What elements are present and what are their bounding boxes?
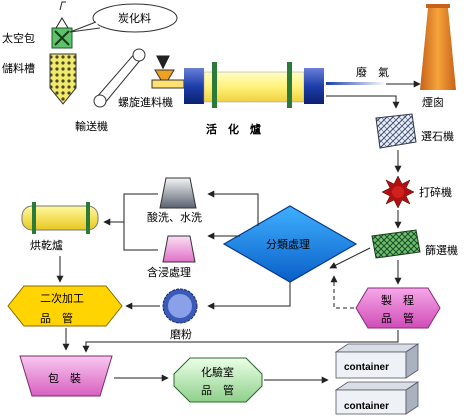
screener-icon <box>371 229 421 259</box>
stone-separator-icon <box>375 113 417 149</box>
bulk-bag-label: 太空包 <box>2 31 35 45</box>
impregnation-label: 含浸處理 <box>147 265 191 279</box>
acid-wash-icon <box>159 177 197 209</box>
process-qc-line1: 製 程 <box>381 293 414 307</box>
grinding-icon <box>162 288 198 324</box>
exhaust-gas-label: 廢 氣 <box>356 65 389 79</box>
classification-label: 分類處理 <box>266 237 310 251</box>
screener-label: 篩選機 <box>425 243 458 257</box>
arrow-furnace-to-stone <box>326 95 400 109</box>
storage-tank-icon <box>49 53 77 105</box>
activation-furnace-icon <box>184 62 324 108</box>
dryer-icon <box>21 202 99 234</box>
packaging-box <box>19 355 113 397</box>
charcoal-label: 炭化料 <box>118 11 151 25</box>
screw-feeder-icon <box>151 55 185 89</box>
stone-separator-label: 選石機 <box>421 129 454 143</box>
lab-qc-line2: 品 管 <box>201 383 234 397</box>
process-qc-box <box>355 287 441 329</box>
container-top-icon <box>334 343 420 379</box>
secondary-processing-box <box>7 285 123 327</box>
container-bottom-icon <box>334 381 420 415</box>
conveyor-label: 輸送機 <box>75 119 108 133</box>
lab-qc-box <box>173 357 263 403</box>
acid-wash-label: 酸洗、水洗 <box>147 210 202 224</box>
secondary-line1: 二次加工 <box>40 291 84 305</box>
crusher-label: 打碎機 <box>419 185 452 199</box>
lab-qc-line1: 化驗室 <box>201 365 234 379</box>
arrow-screener-to-classification <box>329 247 371 269</box>
container-top-label: container <box>344 362 389 373</box>
arrow-qc-to-packaging <box>82 330 399 353</box>
chimney-label: 煙囪 <box>422 96 444 109</box>
secondary-line2: 品 管 <box>40 311 73 325</box>
storage-tank-label: 儲料槽 <box>2 61 35 75</box>
activation-furnace-label: 活 化 爐 <box>206 122 261 136</box>
dashed-qc-to-classification <box>330 275 354 309</box>
process-qc-line2: 品 管 <box>381 311 414 325</box>
crusher-icon <box>381 175 415 209</box>
packaging-label: 包 裝 <box>48 372 81 385</box>
bulk-bag-icon <box>51 1 73 49</box>
screw-feeder-label: 螺旋進料機 <box>118 95 173 109</box>
grinding-label: 磨粉 <box>170 328 192 341</box>
dryer-label: 烘乾爐 <box>30 238 63 252</box>
impregnation-icon <box>162 235 196 263</box>
container-bottom-label: container <box>344 401 389 412</box>
arrow-classification-to-grinding <box>207 282 291 310</box>
exhaust-pipe <box>326 82 386 85</box>
conveyor-icon <box>93 48 146 108</box>
chimney-icon <box>420 4 456 90</box>
arrow-classification-to-acid <box>207 190 259 226</box>
charcoal-bubble <box>69 3 178 33</box>
